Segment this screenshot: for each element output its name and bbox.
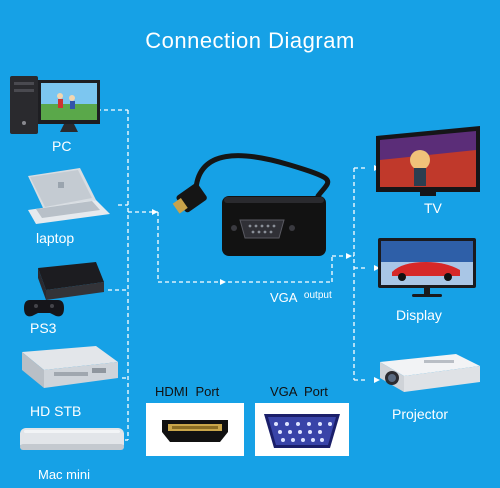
tv-icon xyxy=(376,126,480,196)
laptop-icon xyxy=(28,168,110,224)
source-label-hd-stb: HD STB xyxy=(30,403,82,419)
projector-icon xyxy=(380,354,480,392)
source-label-ps3: PS3 xyxy=(30,320,57,336)
game-console-icon xyxy=(24,262,104,317)
vga-output-suffix: output xyxy=(303,290,332,301)
mac-mini-icon xyxy=(20,428,124,450)
hdmi-port-label: HDMI Port xyxy=(155,384,220,399)
output-label-tv: TV xyxy=(424,200,442,216)
source-label-pc: PC xyxy=(52,138,72,154)
hdmi-port-icon xyxy=(146,403,244,456)
vga-port-icon xyxy=(255,403,349,456)
output-label-display: Display xyxy=(396,307,442,323)
diagram-title: Connection Diagram xyxy=(145,28,355,53)
set-top-box-icon xyxy=(22,346,118,388)
vga-port-label: VGA Port xyxy=(270,384,328,399)
source-label-mac-mini: Mac mini xyxy=(38,467,91,482)
vga-output-main: VGA xyxy=(270,290,298,305)
source-label-laptop: laptop xyxy=(36,230,75,246)
vga-output-label: VGA output xyxy=(270,290,332,306)
monitor-icon xyxy=(378,238,476,297)
output-label-projector: Projector xyxy=(392,406,449,422)
desktop-pc-icon xyxy=(10,76,100,134)
